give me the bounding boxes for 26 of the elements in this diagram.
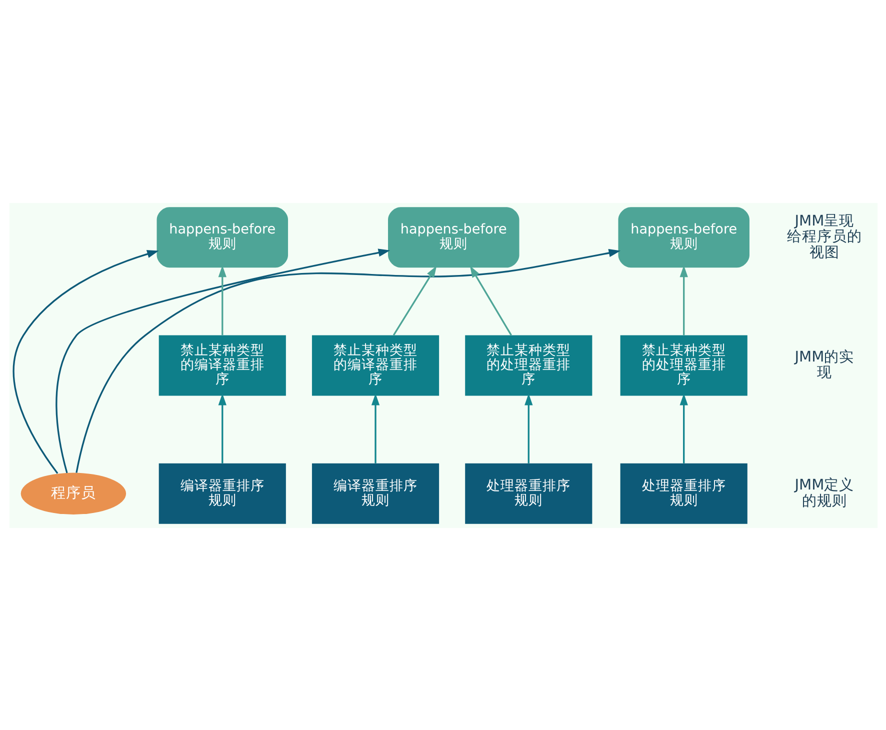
label: JMM的实现 (794, 348, 854, 381)
node-box: happens-before 规则 (618, 206, 749, 268)
node-box: 禁止某种类型的处理器重排序 (620, 334, 747, 396)
arrow (55, 248, 390, 473)
node-box: 编译器重排序规则 (311, 462, 439, 524)
node-box: 禁止某种类型的处理器重排序 (464, 334, 592, 396)
arrow (218, 264, 226, 335)
node-box: 禁止某种类型的编译器重排序 (158, 334, 286, 396)
arrow (370, 393, 380, 463)
arrow (469, 265, 512, 336)
arrow (218, 393, 226, 463)
arrow (679, 264, 688, 335)
node-ellipse: 程序员 (20, 472, 126, 514)
node-box: 禁止某种类型的编译器重排序 (311, 334, 439, 396)
node-box: 处理器重排序规则 (464, 462, 592, 524)
label: JMM定义的规则 (794, 476, 854, 509)
arrow (524, 393, 532, 463)
node-box: happens-before 规则 (388, 206, 519, 268)
arrow (75, 248, 620, 472)
label: JMM呈现给程序员的视图 (786, 212, 862, 260)
node-box: happens-before 规则 (156, 206, 288, 268)
arrow (679, 393, 688, 463)
node-box: 处理器重排序规则 (620, 462, 747, 524)
node-box: 编译器重排序规则 (158, 462, 286, 524)
arrow (12, 250, 158, 474)
arrow (392, 265, 436, 336)
